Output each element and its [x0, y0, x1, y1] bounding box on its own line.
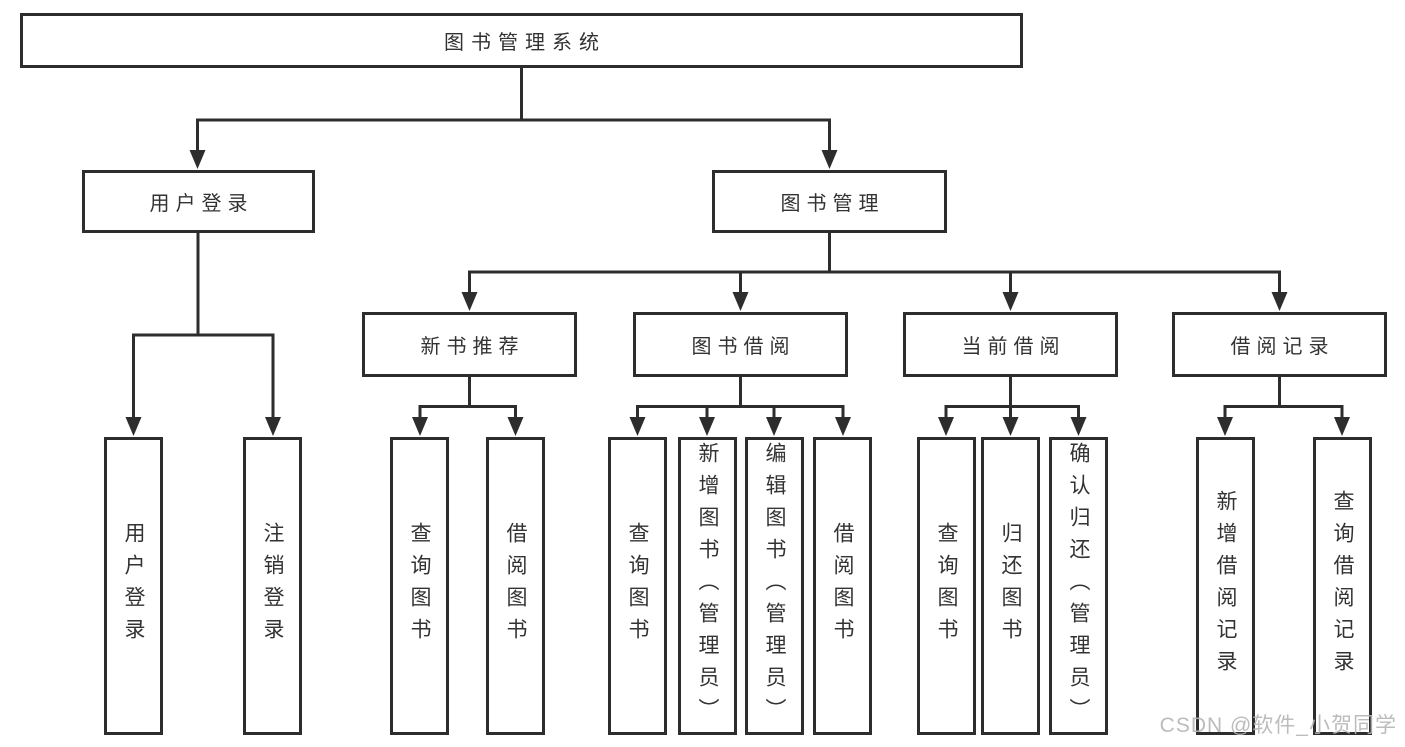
leaf-br-add-record-label: 新增借阅记录 [1214, 490, 1237, 682]
node-book-borrowing: 图书借阅 [633, 312, 848, 377]
leaf-br-query-record-label: 查询借阅记录 [1331, 490, 1354, 682]
leaf-bb-borrow-books-label: 借阅图书 [831, 522, 854, 650]
leaf-cb-query-books-label: 查询图书 [935, 522, 958, 650]
node-borrowing-records-label: 借阅记录 [1230, 336, 1335, 358]
leaf-bb-add-books-admin: 新增图书（管理员） [678, 437, 737, 735]
node-user-login: 用户登录 [82, 170, 315, 233]
leaf-bb-borrow-books: 借阅图书 [813, 437, 872, 735]
node-root: 图书管理系统 [20, 13, 1023, 68]
leaf-nbr-borrow-books-label: 借阅图书 [504, 522, 527, 650]
leaf-cb-query-books: 查询图书 [917, 437, 976, 735]
leaf-user-login: 用户登录 [104, 437, 163, 735]
leaf-logout-label: 注销登录 [261, 522, 284, 650]
leaf-nbr-query-books-label: 查询图书 [408, 522, 431, 650]
leaf-nbr-borrow-books: 借阅图书 [486, 437, 545, 735]
leaf-cb-return-books-label: 归还图书 [999, 522, 1022, 650]
leaf-user-login-label: 用户登录 [122, 522, 145, 650]
node-current-borrowing-label: 当前借阅 [961, 336, 1066, 358]
node-user-login-label: 用户登录 [149, 193, 254, 215]
node-book-borrowing-label: 图书借阅 [691, 336, 796, 358]
leaf-cb-confirm-return-admin: 确认归还（管理员） [1049, 437, 1108, 735]
node-book-management-label: 图书管理 [780, 193, 885, 215]
node-current-borrowing: 当前借阅 [903, 312, 1118, 377]
leaf-cb-confirm-return-admin-label: 确认归还（管理员） [1067, 442, 1090, 730]
node-root-label: 图书管理系统 [444, 32, 606, 54]
node-book-management: 图书管理 [712, 170, 947, 233]
leaf-cb-return-books: 归还图书 [981, 437, 1040, 735]
leaf-br-query-record: 查询借阅记录 [1313, 437, 1372, 735]
watermark: CSDN @软件_小贺同学 [1159, 714, 1397, 737]
leaf-logout: 注销登录 [243, 437, 302, 735]
node-new-book-recommend-label: 新书推荐 [420, 336, 525, 358]
leaf-bb-query-books: 查询图书 [608, 437, 667, 735]
leaf-bb-query-books-label: 查询图书 [626, 522, 649, 650]
leaf-bb-edit-books-admin-label: 编辑图书（管理员） [763, 442, 786, 730]
leaf-br-add-record: 新增借阅记录 [1196, 437, 1255, 735]
node-borrowing-records: 借阅记录 [1172, 312, 1387, 377]
node-new-book-recommend: 新书推荐 [362, 312, 577, 377]
leaf-bb-edit-books-admin: 编辑图书（管理员） [745, 437, 804, 735]
leaf-nbr-query-books: 查询图书 [390, 437, 449, 735]
leaf-bb-add-books-admin-label: 新增图书（管理员） [696, 442, 719, 730]
